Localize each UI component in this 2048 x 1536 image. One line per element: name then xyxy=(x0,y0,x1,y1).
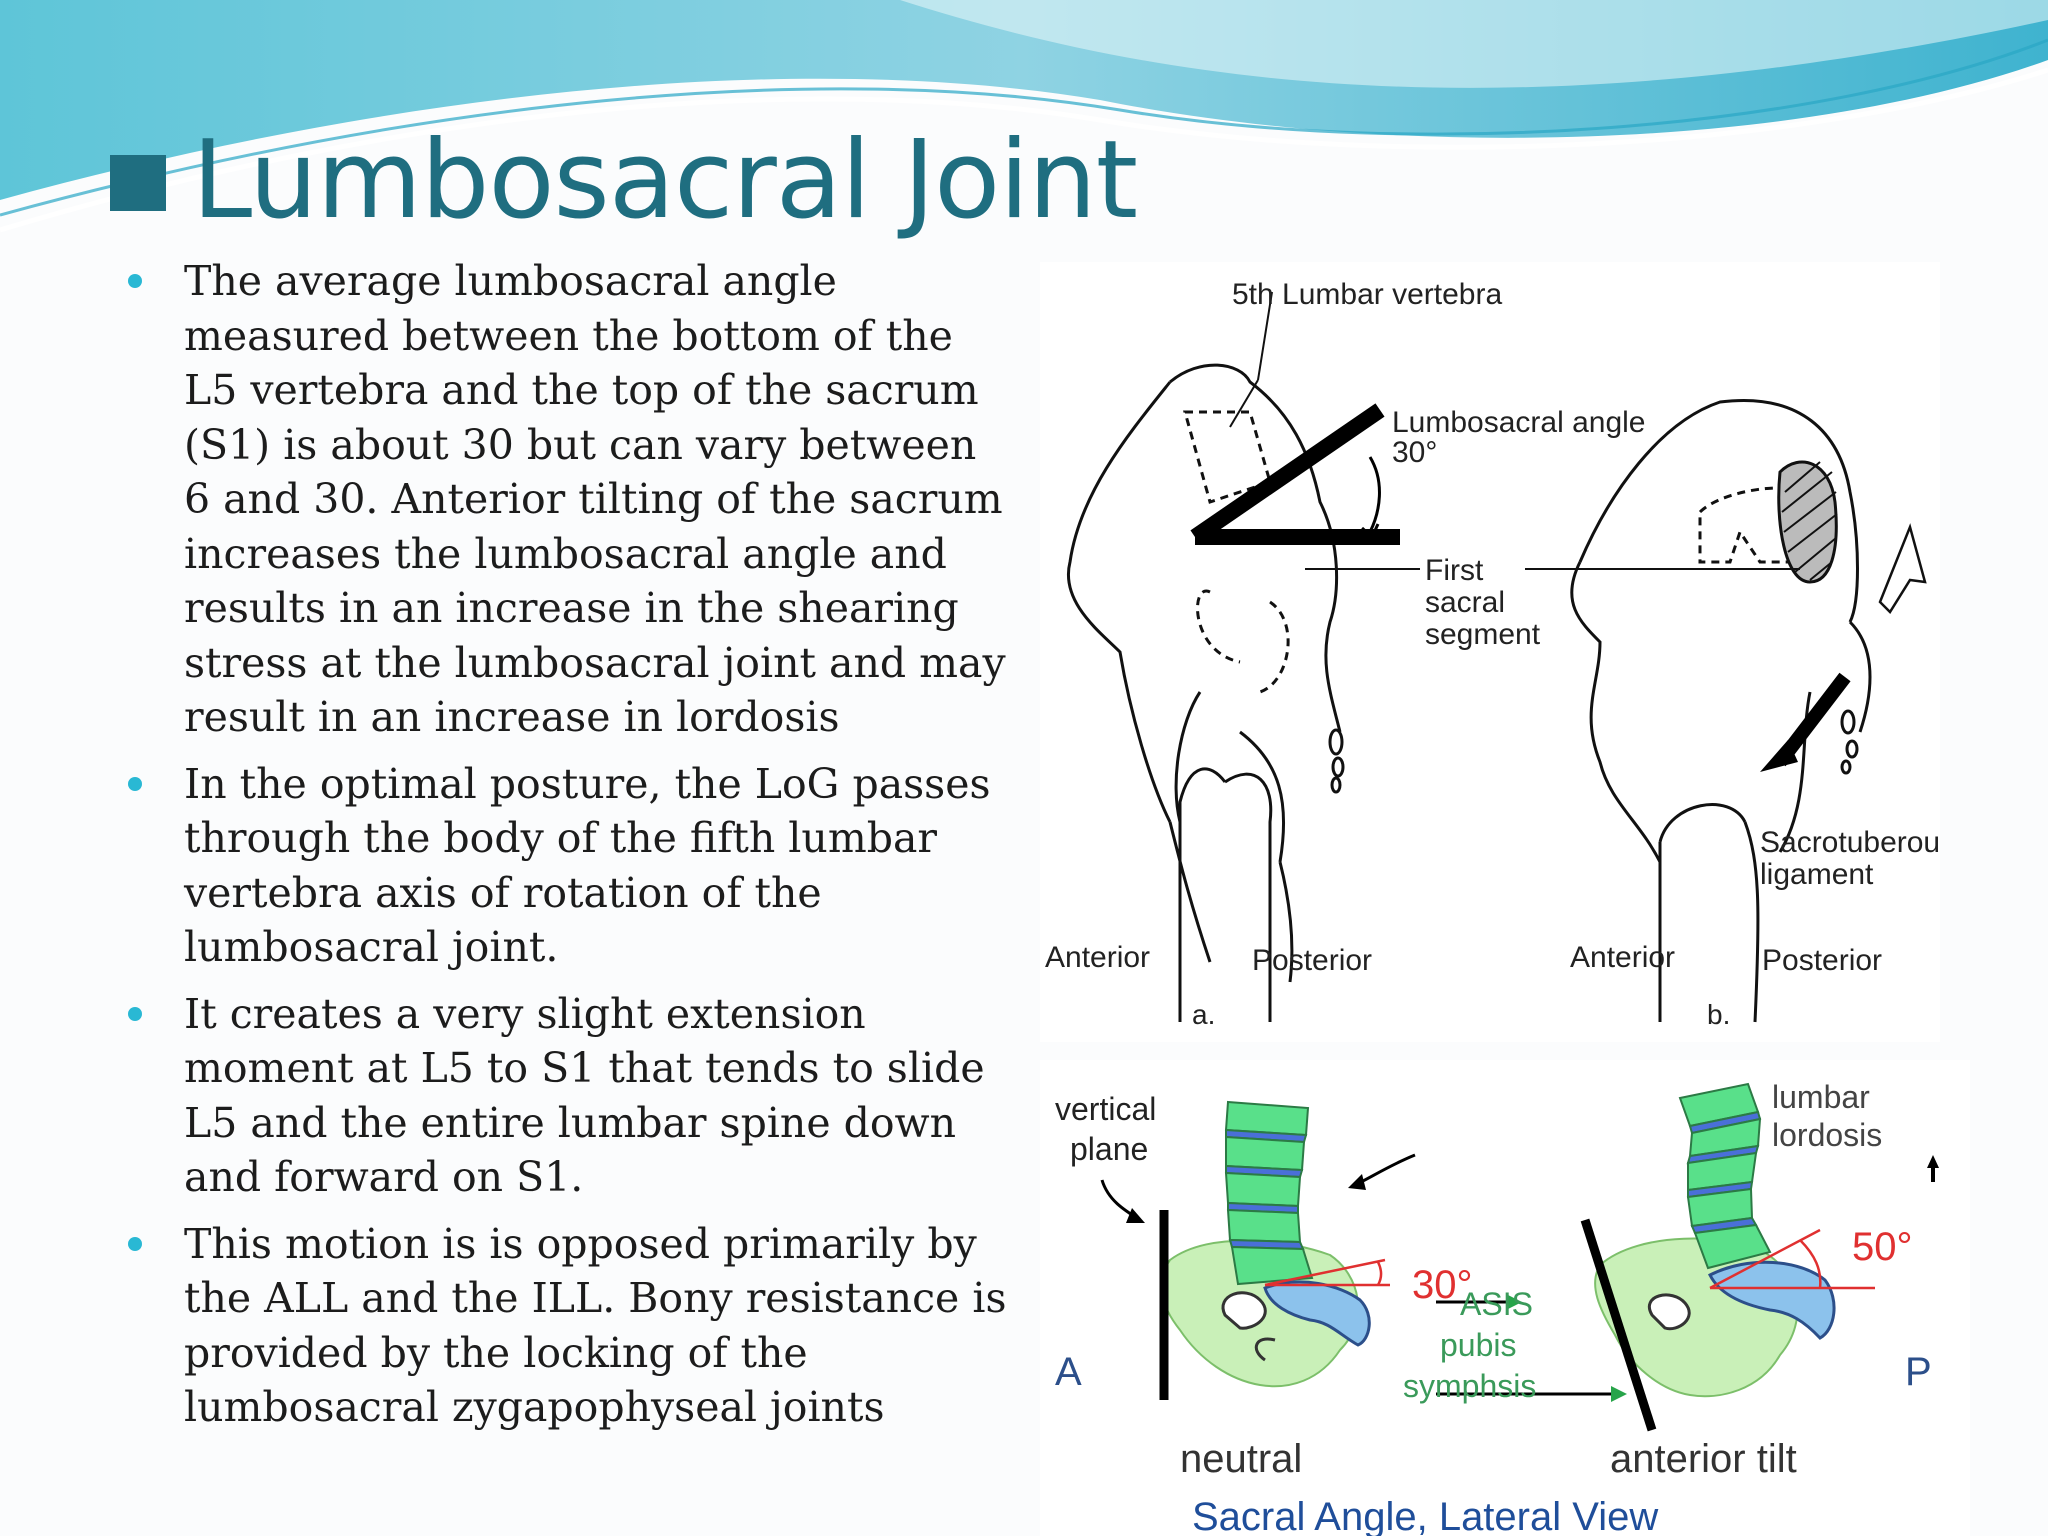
label-posterior-b: Posterior xyxy=(1762,944,1882,977)
label-posterior-a: Posterior xyxy=(1252,944,1372,977)
label-lumbar: lumbar xyxy=(1772,1079,1870,1115)
sacral-angle-lateral-diagram: vertical plane 30° 50° ASIS pubis symphs… xyxy=(1040,1060,1970,1536)
label-asis: ASIS xyxy=(1460,1286,1533,1322)
slide-title: Lumbosacral Joint xyxy=(110,118,1138,243)
bullet-dot-icon xyxy=(128,274,142,288)
label-panel-b: b. xyxy=(1707,999,1730,1030)
label-angle-value: 30° xyxy=(1392,436,1437,469)
label-lordosis: lordosis xyxy=(1772,1117,1882,1153)
label-anterior-a: Anterior xyxy=(1045,941,1150,974)
label-neutral: neutral xyxy=(1180,1437,1302,1481)
bullet-dot-icon xyxy=(128,1236,142,1251)
label-first: First xyxy=(1425,554,1484,587)
label-sacral: sacral xyxy=(1425,586,1505,619)
bullet-item-2: In the optimal posture, the LoG passes t… xyxy=(128,757,1008,975)
bullet-list: The average lumbosacral angle measured b… xyxy=(128,254,1008,1447)
label-angle-neutral: 30° xyxy=(1412,1263,1473,1307)
bullet-item-4: This motion is is opposed primarily by t… xyxy=(128,1217,1008,1435)
bullet-item-1: The average lumbosacral angle measured b… xyxy=(128,254,1008,745)
label-letter-a: A xyxy=(1055,1350,1082,1394)
diagram-caption: Sacral Angle, Lateral View xyxy=(1192,1495,1658,1536)
label-5th-lumbar-vertebra: 5th Lumbar vertebra xyxy=(1232,278,1502,311)
bullet-item-3: It creates a very slight extension momen… xyxy=(128,987,1008,1205)
label-segment: segment xyxy=(1425,618,1541,651)
label-lumbosacral-angle: Lumbosacral angle xyxy=(1392,406,1646,439)
label-angle-tilt: 50° xyxy=(1852,1225,1913,1269)
label-sacrotuberous: Sacrotuberous xyxy=(1760,826,1940,859)
title-square-bullet-icon xyxy=(110,155,166,211)
label-plane: plane xyxy=(1070,1131,1148,1167)
slide-title-text: Lumbosacral Joint xyxy=(192,118,1138,243)
label-anterior-tilt: anterior tilt xyxy=(1610,1437,1797,1481)
bullet-dot-icon xyxy=(128,1006,142,1021)
label-ligament: ligament xyxy=(1760,858,1874,891)
label-vertical: vertical xyxy=(1055,1091,1156,1127)
label-letter-p: P xyxy=(1905,1350,1932,1394)
label-anterior-b: Anterior xyxy=(1570,941,1675,974)
label-panel-a: a. xyxy=(1192,999,1215,1030)
header-wave-decoration xyxy=(0,0,2048,233)
pelvis-lateral-drawing: 5th Lumbar vertebra Lumbosacral angle 30… xyxy=(1040,262,1940,1042)
label-symphsis: symphsis xyxy=(1403,1368,1536,1404)
bullet-dot-icon xyxy=(128,776,142,791)
label-pubis: pubis xyxy=(1440,1327,1517,1363)
